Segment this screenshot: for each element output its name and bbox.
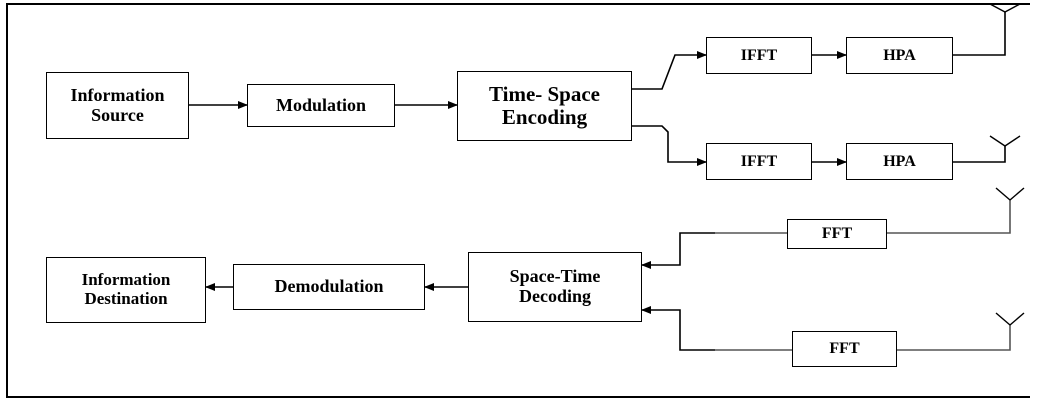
arrow-encoding-to-ifft-1 [632, 51, 707, 90]
tx-antenna-icon-1 [989, 3, 1021, 13]
arrow-encoding-to-ifft-2 [632, 125, 707, 166]
hpa-block-1: HPA [846, 37, 953, 74]
rx-antenna-feed-1 [887, 200, 1011, 234]
fft-block-2: FFT [792, 331, 897, 367]
arrow-fft-2-to-decoding [641, 306, 715, 351]
time-space-encoding-block: Time- Space Encoding [457, 71, 632, 141]
tx-antenna-feed-2 [953, 146, 1006, 163]
information-source-block: Information Source [46, 72, 189, 139]
information-destination-block: Information Destination [46, 257, 206, 323]
space-time-decoding-block: Space-Time Decoding [468, 252, 642, 322]
fft-block-1: FFT [787, 219, 887, 249]
ifft-block-1: IFFT [706, 37, 812, 74]
ifft-block-2: IFFT [706, 143, 812, 180]
rx-antenna-feed-2 [897, 325, 1011, 351]
arrow-fft-1-to-decoding [641, 232, 715, 269]
rx-antenna-icon-2 [995, 312, 1025, 326]
demodulation-block: Demodulation [233, 264, 425, 310]
modulation-block: Modulation [247, 84, 395, 127]
tx-antenna-feed-1 [953, 12, 1006, 56]
tx-antenna-icon-2 [989, 135, 1021, 147]
hpa-block-2: HPA [846, 143, 953, 180]
rx-antenna-icon-1 [995, 187, 1025, 201]
